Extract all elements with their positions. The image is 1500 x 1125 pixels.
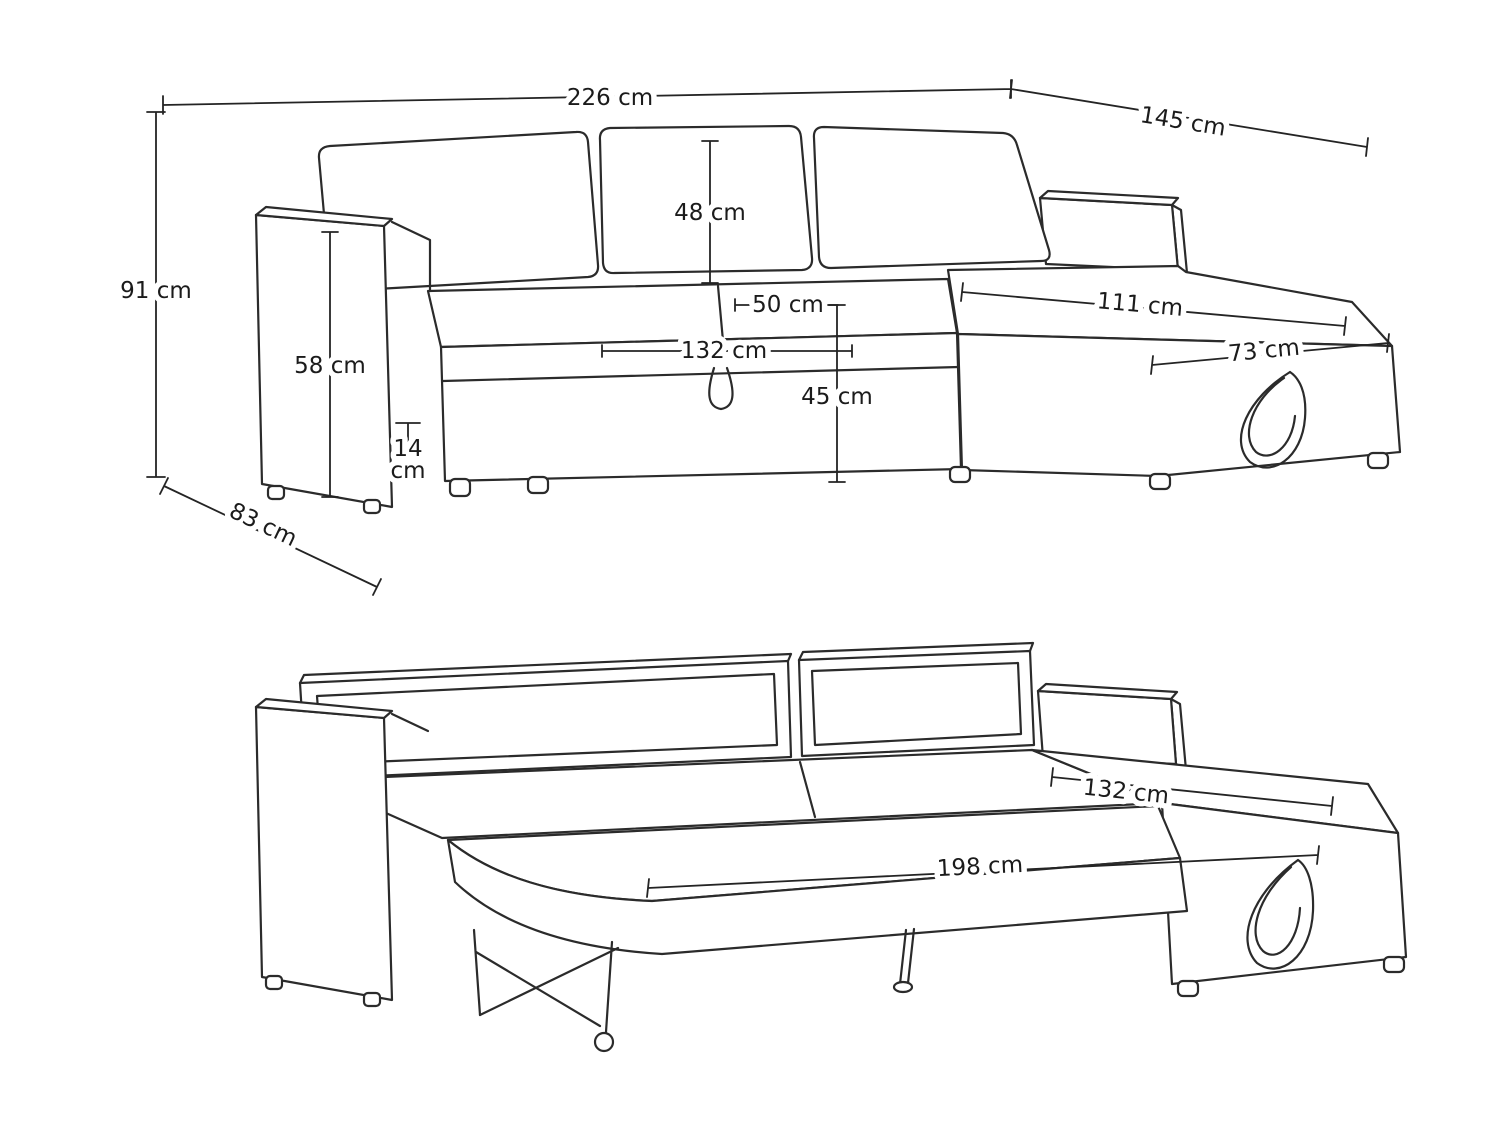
dim-label-overall-height: 91 cm xyxy=(120,278,192,304)
dim-base-height: 14 cm xyxy=(385,422,431,490)
dim-label-seat-depth: 50 cm xyxy=(752,292,824,318)
seat-seam xyxy=(716,284,725,343)
deck-seam xyxy=(798,760,817,819)
dim-line xyxy=(146,111,166,478)
sofa-dimensions: 226 cm 145 cm 91 cm 83 cm 48 cm 50 cm xyxy=(115,79,1390,596)
frame-brace xyxy=(474,950,602,1028)
dim-line xyxy=(828,304,846,483)
sofa-legs xyxy=(448,475,550,498)
dim-line xyxy=(960,282,1347,336)
dim-line xyxy=(701,140,719,284)
bed-mattress xyxy=(446,804,1189,956)
bed-fold-frame xyxy=(472,927,916,1053)
bed-back-frame xyxy=(298,641,1036,781)
frame-left-top-rail xyxy=(298,652,793,685)
chaise-loop-handle-inner xyxy=(1254,865,1302,956)
dim-label-base-height-value: 14 xyxy=(393,436,422,462)
sofa-chaise xyxy=(946,264,1402,491)
chaise-loop-handle-icon xyxy=(1239,370,1307,469)
bed-view: 132 cm 198 cm xyxy=(254,641,1408,1053)
armrest-foot xyxy=(266,484,286,501)
pullout-drawer-edge xyxy=(441,365,961,383)
sofa-leg xyxy=(1148,472,1172,491)
bed-leg xyxy=(1176,979,1200,998)
dim-line xyxy=(1009,79,1369,157)
dim-label-bed-length: 198 cm xyxy=(936,852,1023,882)
dim-line xyxy=(159,477,382,596)
mid-leg xyxy=(906,927,916,985)
dim-line xyxy=(395,422,421,482)
chaise-loop-handle-inner xyxy=(1247,376,1297,457)
dim-label-chaise-depth: 145 cm xyxy=(1138,102,1227,142)
bed-left-armrest xyxy=(254,697,430,1008)
left-armrest-front-face xyxy=(254,705,394,1002)
armrest-foot xyxy=(264,974,284,991)
mattress-front-face xyxy=(446,838,1189,956)
dim-line xyxy=(1050,767,1334,816)
dim-seat-height: 45 cm xyxy=(796,304,878,483)
frame-leg xyxy=(604,940,614,1034)
dim-label-back-cushion-height: 48 cm xyxy=(674,200,746,226)
dim-seat-width: 132 cm xyxy=(601,333,853,370)
bed-leg xyxy=(1382,955,1406,974)
dim-back-cushion-height: 48 cm xyxy=(669,140,751,284)
back-cushion-left xyxy=(317,130,600,293)
dim-label-overall-width: 226 cm xyxy=(567,85,653,111)
sofa-back-cushions xyxy=(317,124,1051,293)
pull-strap-icon xyxy=(708,366,734,411)
frame-leg xyxy=(472,928,482,1017)
dim-chaise-depth: 145 cm xyxy=(1009,79,1369,157)
dim-seat-depth: 50 cm xyxy=(734,287,839,324)
dim-line xyxy=(601,344,853,358)
sofa-leg xyxy=(948,465,972,484)
dim-label-body-depth: 83 cm xyxy=(225,498,301,552)
right-armrest-top-face xyxy=(1036,682,1179,701)
frame-right-inner xyxy=(810,661,1023,747)
sofa-left-armrest xyxy=(254,205,394,515)
sofa-right-armrest xyxy=(1038,189,1189,275)
sofa-view: 226 cm 145 cm 91 cm 83 cm 48 cm 50 cm xyxy=(115,79,1402,596)
chaise-box-front xyxy=(956,332,1402,478)
armrest-body-edge xyxy=(390,712,430,733)
bed-chaise xyxy=(1030,748,1408,998)
back-cushion-middle xyxy=(598,124,814,275)
mid-leg-foot xyxy=(892,980,914,994)
sofa-leg xyxy=(448,477,472,498)
dim-overall-width: 226 cm xyxy=(162,79,1012,117)
right-armrest-top-face xyxy=(1038,189,1180,207)
dim-armrest-height: 58 cm xyxy=(289,231,371,498)
armrest-foot xyxy=(362,498,382,515)
back-cushion-right xyxy=(812,125,1051,270)
mid-leg xyxy=(898,928,908,986)
dim-label-seat-height: 45 cm xyxy=(801,384,873,410)
dim-label-seat-width: 132 cm xyxy=(681,338,767,364)
frame-brace xyxy=(478,946,620,1017)
dim-line xyxy=(646,845,1320,898)
dim-line xyxy=(734,298,839,312)
sofa-leg xyxy=(526,475,550,495)
body-left-edge xyxy=(390,220,432,293)
dim-label-armrest-height: 58 cm xyxy=(294,353,366,379)
right-armrest-front-face xyxy=(1038,196,1180,272)
left-armrest-top-face xyxy=(254,697,394,720)
armrest-foot xyxy=(362,991,382,1008)
frame-right-top-rail xyxy=(797,641,1035,662)
dim-overall-height: 91 cm xyxy=(115,111,197,478)
dim-line xyxy=(1150,333,1390,375)
left-armrest-top-face xyxy=(254,205,394,228)
sofa-seat xyxy=(390,220,963,483)
chaise-box-front xyxy=(1160,801,1408,986)
chaise-loop-handle-icon xyxy=(1246,858,1315,970)
dim-label-base-height-unit: cm xyxy=(390,458,425,484)
sofa-leg xyxy=(1366,451,1390,470)
dim-line xyxy=(321,231,339,498)
caster-wheel-icon xyxy=(593,1031,615,1053)
